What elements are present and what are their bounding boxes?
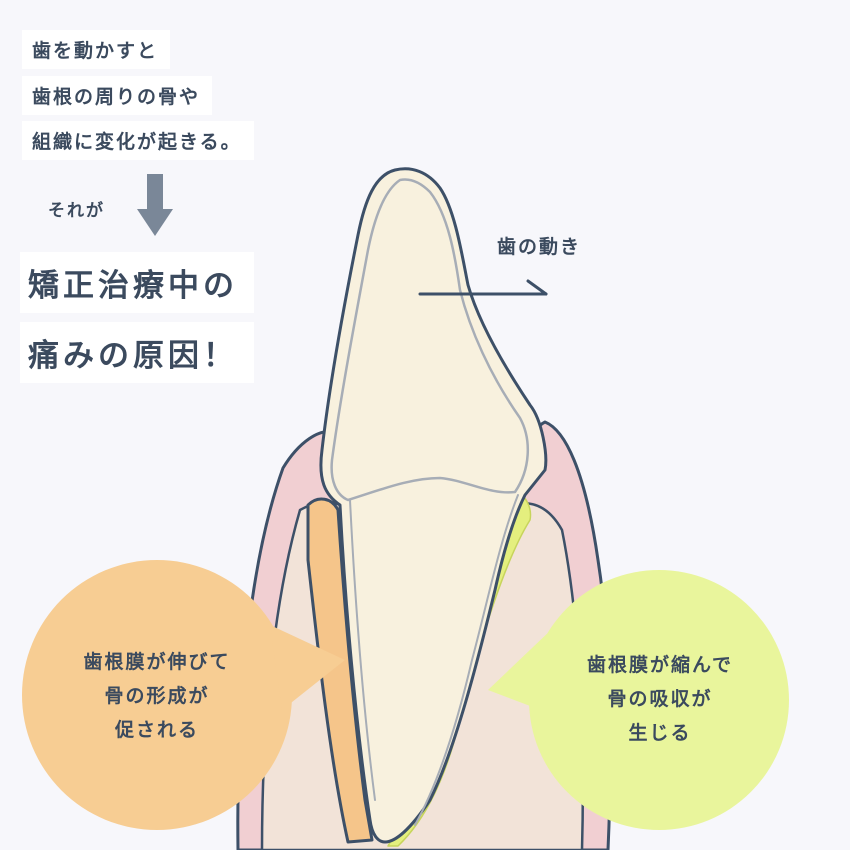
left-speech-bubble — [22, 560, 345, 830]
left-bubble-line-1: 歯根膜が伸びて — [83, 651, 231, 673]
headline-line-2: 痛みの原因！ — [20, 322, 254, 383]
intro-line-1: 歯を動かすと — [22, 30, 171, 69]
intro-line-2: 歯根の周りの骨や — [22, 76, 213, 115]
left-bubble-text: 歯根膜が伸びて 骨の形成が 促される — [32, 645, 282, 747]
intro-line-3: 組織に変化が起きる。 — [22, 121, 254, 160]
down-arrow-icon — [137, 174, 173, 236]
right-bubble-line-3: 生じる — [628, 722, 692, 744]
tooth — [319, 167, 548, 844]
left-bubble-line-3: 促される — [114, 719, 199, 741]
tooth-motion-label: 歯の動き — [497, 236, 582, 258]
tooth-motion-arrow — [418, 279, 548, 296]
right-speech-bubble — [488, 570, 789, 830]
root-outline — [349, 494, 519, 826]
transition-label: それが — [48, 201, 105, 221]
left-bubble-line-2: 骨の形成が — [104, 685, 210, 707]
right-bubble-line-1: 歯根膜が縮んで — [586, 654, 734, 676]
right-bubble-line-2: 骨の吸収が — [607, 688, 713, 710]
enamel-outline — [330, 178, 529, 502]
right-bubble-text: 歯根膜が縮んで 骨の吸収が 生じる — [535, 648, 785, 750]
headline-line-1: 矯正治療中の — [20, 252, 254, 313]
